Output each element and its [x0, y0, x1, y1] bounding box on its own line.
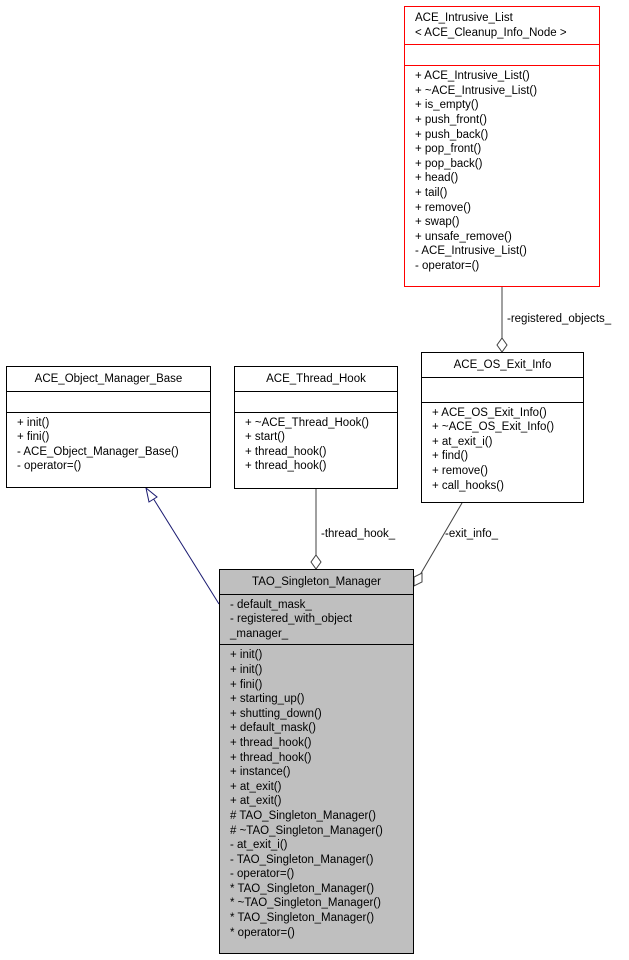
- class-title: ACE_Intrusive_List < ACE_Cleanup_Info_No…: [405, 7, 599, 46]
- method-item: + at_exit_i(): [432, 435, 493, 448]
- method-item: + thread_hook(): [245, 445, 327, 458]
- method-item: + is_empty(): [415, 99, 479, 112]
- method-item: + shutting_down(): [230, 707, 322, 720]
- edge-label-exit-info: -exit_info_: [445, 528, 499, 540]
- method-item: # TAO_Singleton_Manager(): [230, 809, 376, 822]
- method-item: + at_exit(): [230, 795, 282, 808]
- thread-hook-diamond: [310, 554, 322, 570]
- method-item: + thread_hook(): [230, 751, 312, 764]
- method-item: + pop_front(): [415, 143, 482, 156]
- class-name: TAO_Singleton_Manager: [252, 576, 381, 588]
- method-item: + ~ACE_OS_Exit_Info(): [432, 421, 555, 434]
- method-item: + init(): [17, 416, 50, 429]
- method-item: + head(): [415, 172, 459, 185]
- method-item: * operator=(): [230, 926, 295, 939]
- edge-label-thread-hook: -thread_hook_: [321, 528, 396, 540]
- method-item: - operator=(): [415, 259, 480, 272]
- registered-objects-diamond: [496, 337, 508, 353]
- class-box-ace-object-manager-base[interactable]: ACE_Object_Manager_Base + init() + fini(…: [6, 366, 211, 488]
- class-name: ACE_Object_Manager_Base: [34, 373, 183, 385]
- attribute-item: - registered_with_object: [230, 613, 353, 626]
- method-item: - operator=(): [17, 460, 82, 473]
- methods-section: + init() + fini() - ACE_Object_Manager_B…: [7, 413, 210, 477]
- method-item: + pop_back(): [415, 157, 483, 170]
- method-item: - operator=(): [230, 868, 295, 881]
- attributes-section: [7, 392, 210, 413]
- inheritance-arrowhead: [145, 486, 158, 503]
- inheritance-line: [152, 497, 220, 605]
- class-title: TAO_Singleton_Manager: [220, 570, 413, 595]
- methods-section: + ACE_Intrusive_List() + ~ACE_Intrusive_…: [405, 66, 599, 276]
- attribute-item: _manager_: [230, 627, 289, 640]
- method-item: + init(): [230, 649, 263, 662]
- method-item: + ~ACE_Intrusive_List(): [415, 84, 538, 97]
- attribute-item: - default_mask_: [230, 598, 312, 611]
- exit-info-association-line: [419, 502, 463, 576]
- exit-info-diamond: [413, 572, 423, 587]
- method-item: * TAO_Singleton_Manager(): [230, 912, 375, 925]
- attributes-section: [235, 392, 397, 413]
- method-item: * ~TAO_Singleton_Manager(): [230, 897, 381, 910]
- method-item: # ~TAO_Singleton_Manager(): [230, 824, 383, 837]
- method-item: + init(): [230, 663, 263, 676]
- method-item: * TAO_Singleton_Manager(): [230, 882, 375, 895]
- class-box-ace-os-exit-info[interactable]: ACE_OS_Exit_Info + ACE_OS_Exit_Info() + …: [421, 352, 584, 503]
- method-item: + starting_up(): [230, 693, 305, 706]
- method-item: + swap(): [415, 216, 460, 229]
- class-name: ACE_Intrusive_List: [415, 12, 513, 24]
- attributes-section: [422, 378, 583, 403]
- class-box-tao-singleton-manager[interactable]: TAO_Singleton_Manager - default_mask_ - …: [219, 569, 414, 954]
- method-item: + remove(): [432, 464, 488, 477]
- method-item: + find(): [432, 450, 469, 463]
- method-item: + remove(): [415, 201, 471, 214]
- class-title: ACE_OS_Exit_Info: [422, 353, 583, 378]
- method-item: - ACE_Object_Manager_Base(): [17, 445, 179, 458]
- method-item: + instance(): [230, 766, 291, 779]
- method-item: + fini(): [17, 431, 50, 444]
- method-item: + fini(): [230, 678, 263, 691]
- class-box-ace-intrusive-list[interactable]: ACE_Intrusive_List < ACE_Cleanup_Info_No…: [404, 6, 600, 287]
- class-title: ACE_Thread_Hook: [235, 367, 397, 392]
- method-item: - TAO_Singleton_Manager(): [230, 853, 374, 866]
- attributes-section: [405, 45, 599, 67]
- method-item: + push_front(): [415, 113, 487, 126]
- method-item: + default_mask(): [230, 722, 316, 735]
- method-item: - at_exit_i(): [230, 839, 288, 852]
- class-name: ACE_OS_Exit_Info: [453, 359, 552, 371]
- class-title: ACE_Object_Manager_Base: [7, 367, 210, 392]
- edge-label-registered-objects: -registered_objects_: [507, 313, 612, 325]
- method-item: + ACE_Intrusive_List(): [415, 70, 530, 83]
- method-item: + ACE_OS_Exit_Info(): [432, 406, 547, 419]
- method-item: - ACE_Intrusive_List(): [415, 245, 527, 258]
- method-item: + call_hooks(): [432, 479, 504, 492]
- class-box-ace-thread-hook[interactable]: ACE_Thread_Hook + ~ACE_Thread_Hook() + s…: [234, 366, 398, 489]
- attributes-section: - default_mask_ - registered_with_object…: [220, 595, 413, 646]
- method-item: + thread_hook(): [230, 736, 312, 749]
- class-template-args: < ACE_Cleanup_Info_Node >: [415, 26, 567, 39]
- methods-section: + init() + init() + fini() + starting_up…: [220, 645, 413, 943]
- methods-section: + ~ACE_Thread_Hook() + start() + thread_…: [235, 413, 397, 477]
- method-item: + start(): [245, 431, 285, 444]
- method-item: + ~ACE_Thread_Hook(): [245, 416, 370, 429]
- class-name: ACE_Thread_Hook: [266, 373, 366, 385]
- method-item: + tail(): [415, 186, 448, 199]
- method-item: + at_exit(): [230, 780, 282, 793]
- methods-section: + ACE_OS_Exit_Info() + ~ACE_OS_Exit_Info…: [422, 403, 583, 497]
- method-item: + unsafe_remove(): [415, 230, 512, 243]
- method-item: + push_back(): [415, 128, 489, 141]
- method-item: + thread_hook(): [245, 460, 327, 473]
